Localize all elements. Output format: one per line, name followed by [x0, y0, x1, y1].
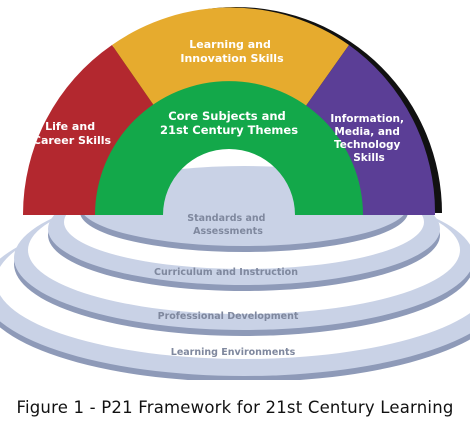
arc-information-media-technology-skills [303, 45, 436, 215]
label-life-career-skills: Life and Career Skills [33, 120, 112, 147]
label-information-media-technology-skills: Information, Media, and Technology Skill… [330, 113, 407, 164]
figure-caption: Figure 1 - P21 Framework for 21st Centur… [16, 398, 454, 417]
label-professional-development: Professional Development [158, 311, 299, 322]
p21-framework-diagram: Life and Career Skills Learning and Inno… [0, 7, 470, 380]
label-curriculum-instruction: Curriculum and Instruction [154, 267, 298, 278]
arc-life-career-skills [22, 45, 157, 215]
label-learning-environments: Learning Environments [171, 347, 296, 358]
arc-learning-innovation-skills [112, 7, 349, 110]
label-learning-innovation-skills: Learning and Innovation Skills [180, 38, 284, 65]
label-core-subjects: Core Subjects and 21st Century Themes [160, 109, 298, 137]
arc-core-subjects [95, 81, 363, 215]
label-standards-assessments: Standards and Assessments [187, 213, 269, 237]
